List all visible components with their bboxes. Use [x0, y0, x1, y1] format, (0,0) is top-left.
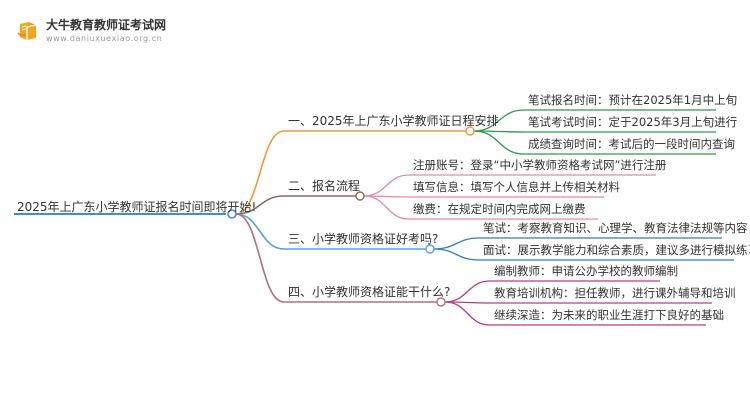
- branch-3-connector: [235, 213, 285, 250]
- brand-url: www.daniuxuexiao.org.cn: [46, 34, 163, 43]
- branch-1-leaf-1: 笔试报名时间：预计在2025年1月中上旬: [528, 93, 738, 107]
- root-node: [227, 209, 237, 219]
- branch-2-leaf-2: 填写信息：填写个人信息并上传相关材料: [413, 180, 620, 194]
- branch-1-node: [465, 126, 475, 136]
- branch-3-leaf-2: 面试：展示教学能力和综合素质，建议多进行模拟练习: [483, 243, 750, 257]
- branch-4-leaf-3: 继续深造：为未来的职业生涯打下良好的基础: [494, 308, 724, 322]
- branch-4-node: [436, 297, 446, 307]
- branch-1-leaf-3: 成绩查询时间：考试后的一段时间内查询: [528, 137, 735, 151]
- branch-1-label: 一、2025年上广东小学教师证日程安排: [288, 114, 499, 128]
- branch-3-node: [425, 244, 435, 254]
- book-logo-icon: [17, 22, 37, 40]
- branch-2-leaf-3-connector: [363, 195, 410, 220]
- root-topic: 2025年上广东小学教师证报名时间即将开始!: [17, 200, 257, 214]
- branch-2-connector: [235, 195, 285, 215]
- brand-name: 大牛教育教师证考试网: [46, 18, 167, 32]
- branch-4-leaf-3-connector: [444, 301, 491, 326]
- branch-2-leaf-1: 注册账号：登录“中小学教师资格考试网”进行注册: [413, 158, 667, 172]
- branch-1-connector: [235, 130, 285, 215]
- branch-3-label: 三、小学教师资格证好考吗?: [288, 232, 439, 246]
- brand-header: 大牛教育教师证考试网 www.daniuxuexiao.org.cn: [16, 18, 166, 44]
- branch-3-leaf-2-connector: [433, 248, 480, 261]
- branch-4-connector: [235, 213, 285, 303]
- branch-1-leaf-2: 笔试考试时间：定于2025年3月上旬进行: [528, 115, 738, 129]
- branch-4-label: 四、小学教师资格证能干什么?: [288, 285, 451, 299]
- branch-2-label: 二、报名流程: [288, 179, 361, 193]
- branch-4-leaf-1: 编制教师：申请公办学校的教师编制: [494, 264, 678, 278]
- branch-2-leaf-1-connector: [363, 174, 410, 197]
- branch-4-leaf-1-connector: [444, 280, 491, 303]
- branch-3-leaf-1-connector: [433, 237, 480, 250]
- branch-1-leaf-3-connector: [473, 130, 525, 155]
- branch-4-leaf-2: 教育培训机构：担任教师，进行课外辅导和培训: [494, 286, 736, 300]
- branch-2-leaf-3: 缴费：在规定时间内完成网上缴费: [413, 202, 586, 216]
- branch-2-node: [355, 191, 365, 201]
- branch-3-leaf-1: 笔试：考察教育知识、心理学、教育法律法规等内容: [483, 221, 748, 235]
